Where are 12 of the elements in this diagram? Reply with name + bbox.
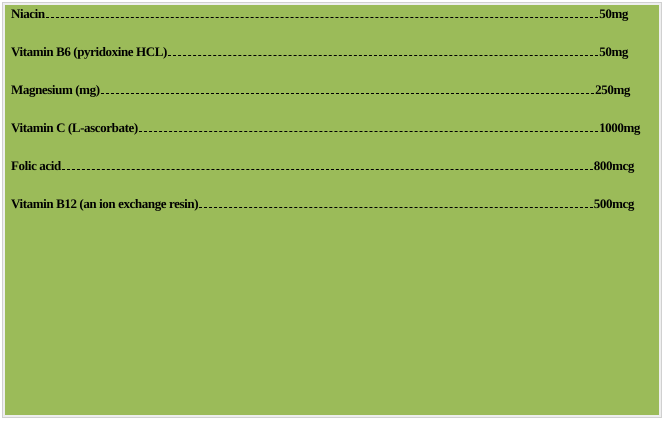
nutrient-name: Magnesium (mg) bbox=[11, 82, 100, 98]
dosage-amount: 1000mg bbox=[599, 120, 640, 136]
dosage-amount: 50mg bbox=[599, 6, 628, 22]
dosage-amount: 50mg bbox=[599, 44, 628, 60]
dosage-amount: 500mcg bbox=[594, 196, 634, 212]
dosage-amount: 250mg bbox=[595, 82, 630, 98]
dosage-amount: 800mcg bbox=[594, 158, 634, 174]
nutrient-name: Vitamin C (L-ascorbate) bbox=[11, 120, 138, 136]
nutrient-name: Folic acid bbox=[11, 158, 61, 174]
nutrient-name: Vitamin B12 (an ion exchange resin) bbox=[11, 196, 198, 212]
nutrient-name: Niacin bbox=[11, 6, 45, 22]
nutrient-name: Vitamin B6 (pyridoxine HCL) bbox=[11, 44, 167, 60]
